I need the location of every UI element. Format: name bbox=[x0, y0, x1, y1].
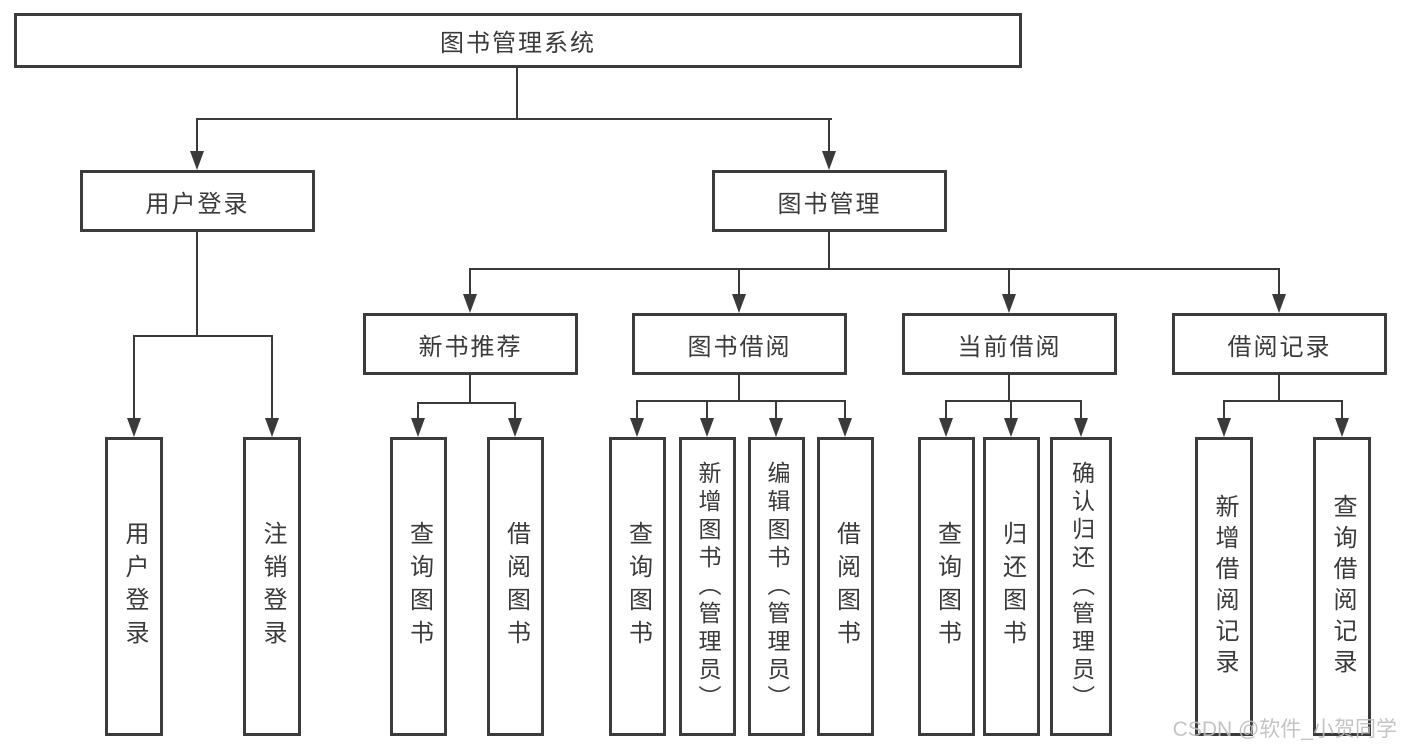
node-borrow-records: 借阅记录 bbox=[1172, 313, 1387, 375]
arrow-down-icon bbox=[939, 418, 953, 437]
leaf-bb-query-book: 查询图书 bbox=[609, 437, 666, 736]
leaf-nbr-query-book: 查询图书 bbox=[390, 437, 447, 736]
node-user-login: 用户登录 bbox=[80, 170, 315, 232]
arrow-down-icon bbox=[190, 151, 204, 170]
leaf-br-add-record: 新增借阅记录 bbox=[1195, 437, 1253, 736]
leaf-cb-confirm-return-admin: 确认归还（管理员） bbox=[1050, 437, 1112, 736]
connector-arrow-line bbox=[738, 270, 740, 296]
connector-arrow-line bbox=[1008, 270, 1010, 296]
arrow-down-icon bbox=[1002, 294, 1016, 313]
connector-arrow-line bbox=[706, 402, 708, 420]
connector-mgmt-stem bbox=[828, 232, 830, 270]
connector-hline bbox=[417, 402, 516, 404]
connector-arrow-line bbox=[945, 402, 947, 420]
connector-login-hline bbox=[133, 335, 273, 337]
leaf-br-query-record: 查询借阅记录 bbox=[1313, 437, 1371, 736]
connector-arrow-line bbox=[1223, 402, 1225, 420]
arrow-down-icon bbox=[822, 151, 836, 170]
arrow-down-icon bbox=[700, 418, 714, 437]
arrow-down-icon bbox=[630, 418, 644, 437]
connector-hline bbox=[945, 400, 1082, 402]
connector-arrow-line bbox=[1080, 402, 1082, 420]
connector-root-stem bbox=[516, 68, 518, 120]
arrow-down-icon bbox=[265, 418, 279, 437]
arrow-down-icon bbox=[1217, 418, 1231, 437]
connector-hline bbox=[636, 400, 846, 402]
leaf-bb-edit-book-admin: 编辑图书（管理员） bbox=[748, 437, 805, 736]
connector-stem bbox=[738, 375, 740, 402]
arrow-down-icon bbox=[1074, 418, 1088, 437]
connector-root-hline bbox=[196, 118, 832, 120]
arrow-down-icon bbox=[769, 418, 783, 437]
connector-arrow-line bbox=[828, 120, 830, 153]
node-root: 图书管理系统 bbox=[14, 13, 1022, 68]
arrow-down-icon bbox=[838, 418, 852, 437]
connector-stem bbox=[469, 375, 471, 404]
connector-arrow-line bbox=[775, 402, 777, 420]
node-current-borrow: 当前借阅 bbox=[902, 313, 1117, 375]
connector-hline bbox=[1223, 400, 1343, 402]
arrow-down-icon bbox=[411, 418, 425, 437]
connector-arrow-line bbox=[1341, 402, 1343, 420]
connector-arrow-line bbox=[514, 404, 516, 420]
connector-arrow-line bbox=[133, 337, 135, 420]
leaf-cb-return-book: 归还图书 bbox=[983, 437, 1040, 736]
connector-arrow-line bbox=[271, 337, 273, 420]
arrow-down-icon bbox=[127, 418, 141, 437]
leaf-nbr-borrow-book: 借阅图书 bbox=[487, 437, 544, 736]
connector-arrow-line bbox=[196, 120, 198, 153]
connector-stem bbox=[1008, 375, 1010, 402]
connector-login-stem bbox=[196, 232, 198, 337]
connector-arrow-line bbox=[469, 270, 471, 296]
leaf-logout: 注销登录 bbox=[243, 437, 301, 736]
watermark: CSDN @软件_小贺同学 bbox=[1172, 718, 1397, 741]
arrow-down-icon bbox=[732, 294, 746, 313]
leaf-cb-query-book: 查询图书 bbox=[918, 437, 975, 736]
arrow-down-icon bbox=[1272, 294, 1286, 313]
connector-arrow-line bbox=[844, 402, 846, 420]
arrow-down-icon bbox=[463, 294, 477, 313]
arrow-down-icon bbox=[508, 418, 522, 437]
connector-arrow-line bbox=[1010, 402, 1012, 420]
connector-stem bbox=[1278, 375, 1280, 402]
leaf-bb-add-book-admin: 新增图书（管理员） bbox=[679, 437, 736, 736]
arrow-down-icon bbox=[1004, 418, 1018, 437]
connector-arrow-line bbox=[417, 404, 419, 420]
leaf-bb-borrow-book: 借阅图书 bbox=[817, 437, 874, 736]
arrow-down-icon bbox=[1335, 418, 1349, 437]
connector-arrow-line bbox=[636, 402, 638, 420]
connector-mgmt-hline bbox=[469, 268, 1280, 270]
connector-arrow-line bbox=[1278, 270, 1280, 296]
node-book-mgmt: 图书管理 bbox=[712, 170, 947, 232]
node-book-borrow: 图书借阅 bbox=[632, 313, 847, 375]
leaf-user-login: 用户登录 bbox=[105, 437, 163, 736]
node-new-book-recommend: 新书推荐 bbox=[363, 313, 578, 375]
